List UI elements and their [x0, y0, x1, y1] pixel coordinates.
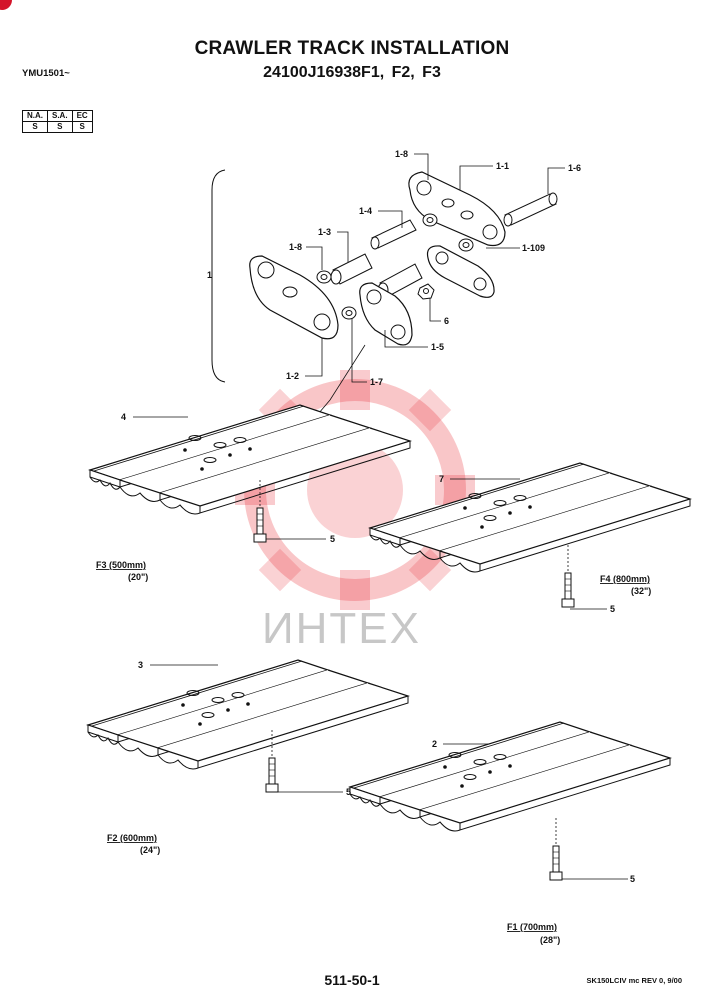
caption-f2-inch: (24") [140, 845, 160, 855]
bushing-1-4 [370, 219, 417, 250]
callout-1-5: 1-5 [431, 342, 444, 352]
bolt-5-f1 [549, 817, 563, 881]
assembly-bracket [211, 169, 226, 383]
callout-1-2: 1-2 [286, 371, 299, 381]
part-number: 24100J16938F1, F2, F3 [263, 64, 441, 81]
watermark-gear [235, 370, 475, 610]
bolt-5-f4 [561, 544, 575, 608]
callout-5-f1: 5 [630, 874, 635, 884]
document-revision: SK150LCIV mc REV 0, 9/00 [586, 976, 682, 985]
model-code: YMU1501~ [22, 68, 70, 79]
track-shoe-f2 [87, 659, 409, 770]
callout-1-1: 1-1 [496, 161, 509, 171]
link-1-109 [426, 245, 495, 298]
callout-1-8a: 1-8 [395, 149, 408, 159]
spec-value-ec: S [71, 121, 93, 133]
link-1-1 [408, 171, 506, 247]
pin-1-6 [503, 192, 558, 227]
caption-f3-inch: (20") [128, 572, 148, 582]
callout-1-7: 1-7 [370, 377, 383, 387]
callout-2: 2 [432, 739, 437, 749]
page-number: 511-50-1 [324, 972, 380, 988]
caption-f4: F4 (800mm) [600, 574, 650, 584]
bushing-1-3 [330, 253, 373, 285]
caption-f1: F1 (700mm) [507, 922, 557, 932]
callout-5-f2: 5 [346, 787, 351, 797]
spec-table: N.A. S.A. EC S S S [22, 110, 93, 133]
spec-header-na: N.A. [22, 110, 48, 122]
seal-rings [316, 213, 474, 320]
caption-f2: F2 (600mm) [107, 833, 157, 843]
callout-1-3: 1-3 [318, 227, 331, 237]
caption-f4-inch: (32") [631, 586, 651, 596]
callout-4: 4 [121, 412, 126, 422]
callout-5-f3: 5 [330, 534, 335, 544]
callout-3: 3 [138, 660, 143, 670]
corner-mark [0, 0, 12, 10]
callout-5-f4: 5 [610, 604, 615, 614]
caption-f1-inch: (28") [540, 935, 560, 945]
watermark-text: ИНТЕХ [262, 604, 421, 653]
page-title: CRAWLER TRACK INSTALLATION [194, 38, 510, 59]
spec-value-na: S [22, 121, 48, 133]
callout-1-8b: 1-8 [289, 242, 302, 252]
link-1-2 [249, 255, 339, 340]
caption-f3: F3 (500mm) [96, 560, 146, 570]
callout-1-6: 1-6 [568, 163, 581, 173]
callout-7: 7 [439, 474, 444, 484]
track-shoe-f1 [349, 721, 671, 832]
link-1-5-assembly [359, 282, 413, 346]
nut-6 [417, 283, 435, 300]
callout-6: 6 [444, 316, 449, 326]
callout-1-109: 1-109 [522, 243, 545, 253]
callout-1-4: 1-4 [359, 206, 372, 216]
callout-1: 1 [207, 270, 212, 280]
